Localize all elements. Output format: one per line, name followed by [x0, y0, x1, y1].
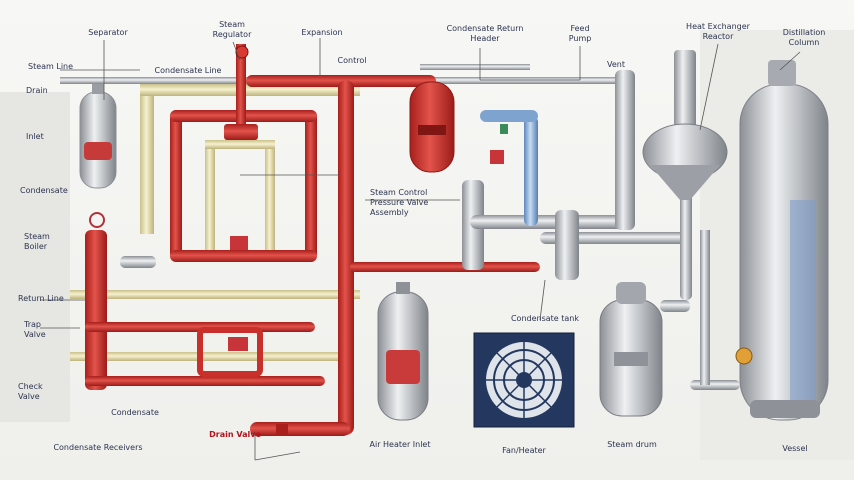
- label-condensate-receivers: Condensate Receivers: [53, 443, 143, 452]
- label-left-3: Inlet: [26, 132, 44, 141]
- label-steam-regulator: Steam Regulator: [212, 20, 252, 39]
- steam-main-riser: [338, 80, 354, 435]
- cooling-pipe: [524, 116, 538, 226]
- label-feed-pump: Feed Pump: [568, 24, 592, 43]
- steam-loop-right: [305, 110, 317, 260]
- label-condensate-header: Condensate Return Header: [446, 24, 524, 43]
- label-left-5: Steam Boiler: [24, 232, 50, 251]
- label-steam-control: Steam Control Pressure Valve Assembly: [370, 188, 429, 217]
- label-column: Distillation Column: [782, 28, 826, 47]
- label-bottom-condensate: Condensate: [111, 408, 159, 417]
- reactor-elbow: [660, 300, 690, 312]
- distillation-column: [735, 60, 829, 421]
- process-horizontal: [470, 215, 630, 229]
- column-feed: [690, 380, 740, 390]
- label-condensate-tank: Condensate tank: [510, 314, 580, 323]
- valve-icon: [500, 124, 508, 134]
- pressure-gauge-icon: [89, 212, 105, 228]
- steam-trap-loop: [197, 327, 263, 377]
- valve-icon: [228, 337, 248, 351]
- steam-main-top: [246, 75, 436, 87]
- steam-loop-left: [170, 110, 182, 260]
- condensate-inner-right: [265, 140, 275, 260]
- leader-lines: [40, 38, 801, 461]
- label-left-4: Condensate: [20, 186, 68, 195]
- top-header-pipe-2: [420, 64, 530, 70]
- condensate-inner-left: [205, 140, 215, 260]
- boiler-red-column: [85, 230, 107, 390]
- label-fan-heater: Fan/Heater: [502, 446, 546, 455]
- left-panel: [0, 92, 70, 422]
- fan-heater: [473, 332, 575, 428]
- label-vent: Vent: [607, 60, 625, 69]
- label-steam-drum: Steam drum: [607, 440, 657, 449]
- reactor-outlet: [680, 180, 692, 300]
- steam-main-bottom: [250, 422, 350, 436]
- heat-exchanger-reactor: [642, 50, 728, 200]
- steam-branch: [350, 262, 540, 272]
- expansion-tank: [409, 81, 455, 173]
- steam-loop-bottom: [170, 250, 317, 262]
- label-drain-valve: Drain Valve: [209, 430, 261, 439]
- label-control: Control: [337, 56, 367, 65]
- flange-icon: [276, 424, 288, 436]
- label-left-2: Drain: [26, 86, 48, 95]
- label-left-7: Trap Valve: [24, 320, 46, 339]
- steam-drum: [599, 282, 663, 417]
- label-left-1: Steam Line: [28, 62, 74, 71]
- boiler-elbow: [120, 256, 156, 268]
- valve-icon: [230, 236, 248, 250]
- label-left-8: Check Valve: [18, 382, 43, 401]
- condensate-tank: [377, 282, 429, 421]
- feed-pump-column: [615, 70, 635, 230]
- valve-icon: [235, 45, 249, 59]
- condensate-inner-top: [205, 140, 275, 149]
- label-air-heater-inlet: Air Heater Inlet: [369, 440, 431, 449]
- separator-vessel: [79, 84, 117, 189]
- column-feed-riser: [700, 230, 710, 385]
- cooling-top: [480, 110, 538, 122]
- steam-regulator-body: [224, 124, 258, 140]
- condensate-lower-run: [70, 290, 360, 299]
- steam-regulator-stem: [236, 44, 246, 136]
- steam-bottom-run: [85, 376, 325, 386]
- label-left-6: Return Line: [18, 294, 64, 303]
- label-condensate-line: Condensate Line: [154, 66, 222, 75]
- label-expansion: Expansion: [301, 28, 343, 37]
- label-reactor: Heat Exchanger Reactor: [686, 22, 750, 41]
- label-vessel: Vessel: [782, 444, 808, 453]
- valve-icon: [490, 150, 504, 164]
- label-separator: Separator: [88, 28, 128, 37]
- condensate-bottom-run: [70, 352, 350, 361]
- condensate-riser: [140, 84, 154, 234]
- control-valve: [555, 210, 579, 280]
